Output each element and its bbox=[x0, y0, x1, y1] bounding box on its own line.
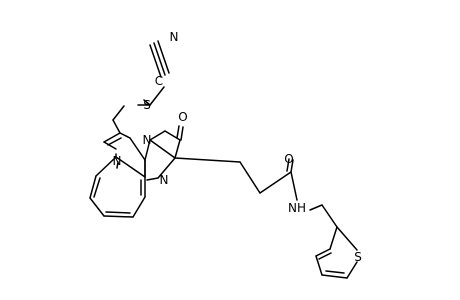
ketone-oxygen-label: O bbox=[178, 110, 187, 124]
ring-nitrogen-left-label: N bbox=[113, 154, 122, 168]
thiophene-sulfur-label: S bbox=[354, 250, 362, 264]
thioether-sulfur-label: S bbox=[143, 98, 151, 112]
nitrile-carbon-label: C bbox=[155, 74, 163, 88]
nitrile-nitrogen-label: N bbox=[170, 30, 179, 44]
ring-nitrogen-bridge-label: N bbox=[143, 133, 152, 147]
amide-oxygen-label: O bbox=[284, 152, 293, 166]
amide-nh-label: NH bbox=[288, 201, 306, 215]
atom-labels: C N S O N N N O NH S bbox=[113, 30, 362, 264]
ring-nitrogen-imine-label: N bbox=[160, 173, 169, 187]
bonds bbox=[89, 40, 358, 279]
